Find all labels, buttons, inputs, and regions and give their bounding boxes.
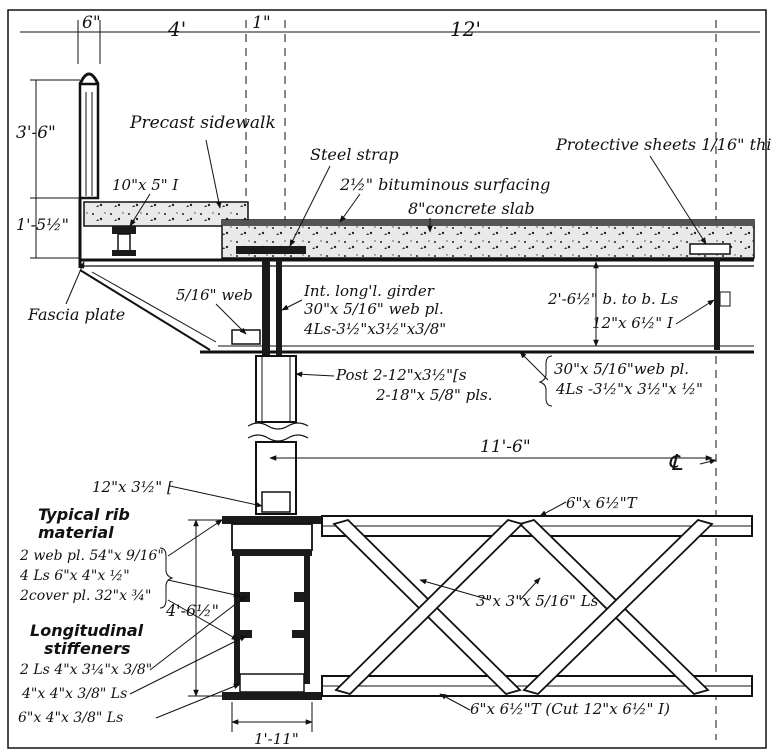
rib-top-cover xyxy=(222,516,322,524)
label-stiff-2: 4"x 4"x 3/8" Ls xyxy=(21,686,127,702)
int-longl-girder xyxy=(262,260,270,356)
label-fascia: Fascia plate xyxy=(27,305,125,324)
label-int-girder: Int. long'l. girder xyxy=(303,282,435,300)
beam-12x6 xyxy=(714,258,720,350)
label-tee-top: 6"x 6½"T xyxy=(566,494,638,512)
label-girder-angles: 4Ls-3½"x3½"x3/8" xyxy=(303,320,446,338)
left-height-dims: 3'-6" 1'-5½" xyxy=(16,79,80,259)
label-stiffeners: stiffeners xyxy=(44,639,130,658)
label-steel-strap: Steel strap xyxy=(310,145,399,164)
dim-1-5-half: 1'-5½" xyxy=(16,215,69,234)
label-bracing: 3"x 3"x 5/16" Ls xyxy=(476,592,599,610)
dim-3-6: 3'-6" xyxy=(16,123,56,143)
label-longitudinal: Longitudinal xyxy=(30,621,144,640)
sidewalk-beam-10x5 xyxy=(112,226,136,234)
floor-system xyxy=(79,258,754,356)
label-slab: 8"concrete slab xyxy=(408,199,535,218)
label-rib-web: 2 web pl. 54"x 9/16" xyxy=(19,548,164,564)
label-web-pl-30: 30"x 5/16"web pl. xyxy=(554,360,689,378)
concrete-slab xyxy=(221,219,755,259)
label-beam-10x5: 10"x 5" I xyxy=(112,176,179,194)
dim-post-height: 4'-6½" xyxy=(165,601,219,620)
drawing-frame xyxy=(7,9,767,749)
label-precast: Precast sidewalk xyxy=(129,113,276,133)
label-channel-12: 12"x 3½" [ xyxy=(92,478,173,496)
girder-brace xyxy=(538,355,553,407)
protective-sheet xyxy=(689,243,731,255)
label-bituminous: 2½" bituminous surfacing xyxy=(339,175,550,194)
label-material: material xyxy=(38,523,114,542)
dim-12ft: 12' xyxy=(450,17,481,41)
cross-bracing xyxy=(321,515,753,697)
rib-bottom-cover xyxy=(222,692,322,700)
dim-4ft: 4' xyxy=(167,17,186,41)
label-protective: Protective sheets 1/16" thick xyxy=(555,135,772,154)
label-girder-depth: 2'-6½" b. to b. Ls xyxy=(547,290,679,308)
label-girder-web: 30"x 5/16" web pl. xyxy=(304,300,444,318)
rib-section xyxy=(222,516,322,700)
label-rib-angles: 4 Ls 6"x 4"x ½" xyxy=(19,568,130,584)
label-tee-bottom: 6"x 6½"T (Cut 12"x 6½" I) xyxy=(470,700,670,718)
label-typical-rib: Typical rib xyxy=(38,505,130,524)
label-post: Post 2-12"x3½"[s xyxy=(335,366,467,384)
label-post-pls: 2-18"x 5/8" pls. xyxy=(375,386,493,404)
dim-6in: 6" xyxy=(82,13,101,33)
label-angles-30: 4Ls -3½"x 3½"x ½" xyxy=(555,380,703,398)
rib-brace xyxy=(159,547,174,609)
dim-1in: 1" xyxy=(252,13,271,33)
labels: Precast sidewalk 10"x 5" I Steel strap 2… xyxy=(18,113,772,726)
label-rib-cover: 2cover pl. 32"x ¾" xyxy=(19,588,151,604)
label-stiff-3: 6"x 4"x 3/8" Ls xyxy=(18,710,123,726)
span-dimension: 11'-6" ℄ xyxy=(269,437,713,476)
bituminous-surfacing xyxy=(222,220,754,226)
leader-lines xyxy=(65,139,717,719)
top-dimensions: 6" 4' 1" 12' xyxy=(20,13,760,740)
label-stiff-1: 2 Ls 4"x 3¼"x 3/8" xyxy=(19,662,152,678)
steel-strap xyxy=(236,246,306,254)
dim-post-width: 1'-11" xyxy=(254,730,299,748)
railing xyxy=(78,72,100,268)
centerline-symbol: ℄ xyxy=(668,451,683,476)
label-web-5-16: 5/16" web xyxy=(176,286,253,304)
label-beam-12x6: 12"x 6½" I xyxy=(592,314,674,332)
dim-11-6: 11'-6" xyxy=(480,437,531,457)
post xyxy=(247,355,309,515)
